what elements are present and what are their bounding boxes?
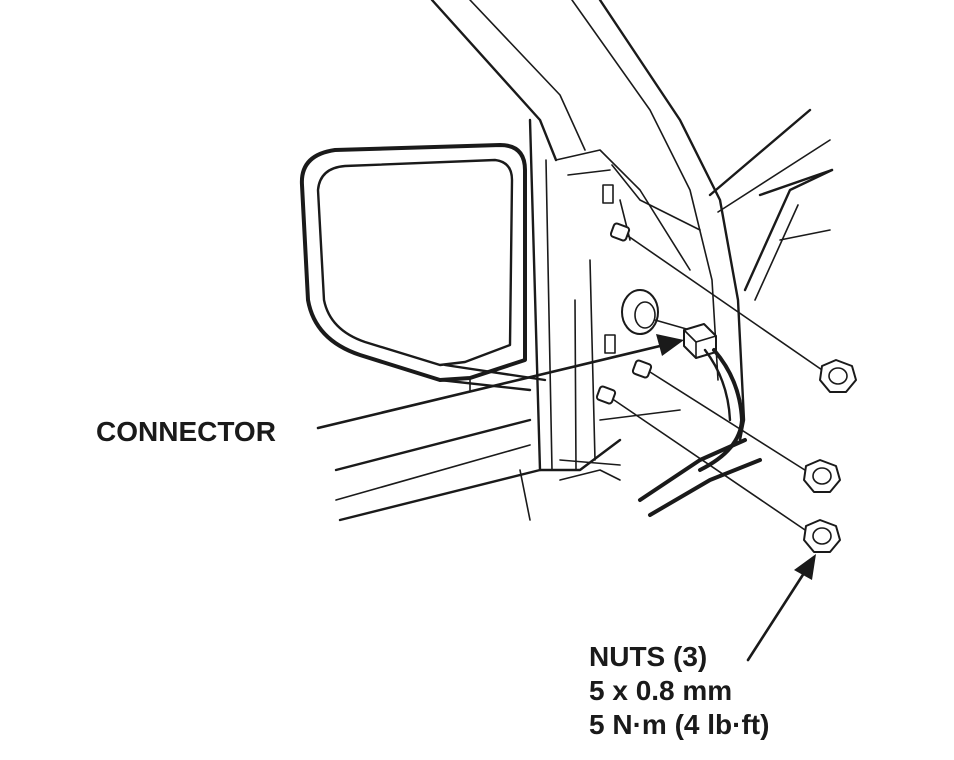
nut-lower: [803, 519, 841, 553]
stud-lower: [595, 385, 617, 405]
connector-label: CONNECTOR: [96, 416, 276, 447]
nut-middle: [803, 459, 841, 493]
nuts: [803, 359, 857, 553]
connector-arrow-head: [656, 334, 684, 356]
nut-upper: [819, 359, 857, 393]
connector-leader: [316, 334, 684, 430]
alignment-lines: [613, 235, 826, 533]
door-frame: [430, 0, 834, 472]
body-lower-lines: [334, 409, 762, 522]
nuts-arrow-head: [794, 554, 816, 580]
stud-upper: [609, 222, 631, 242]
nuts-size-label: 5 x 0.8 mm: [589, 675, 732, 706]
connector-harness: [621, 289, 744, 472]
nuts-label: NUTS (3): [589, 641, 707, 672]
studs: [595, 222, 653, 405]
nuts-leader: [746, 554, 816, 662]
mirror-assembly: [299, 143, 547, 392]
stud-middle: [631, 359, 653, 379]
nuts-torque-label: 5 N·m (4 lb·ft): [589, 709, 769, 740]
